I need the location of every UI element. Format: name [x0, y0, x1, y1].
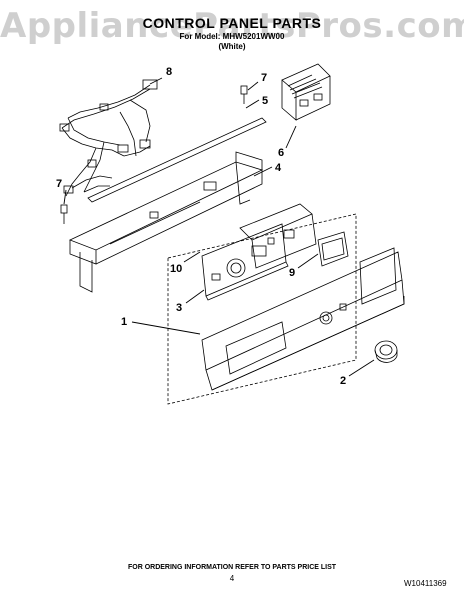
leader-10	[183, 251, 201, 263]
leader-9	[297, 253, 319, 269]
leader-7a	[247, 81, 259, 91]
keypad	[317, 231, 349, 267]
screw-left	[60, 204, 68, 224]
callout-1: 1	[121, 316, 127, 328]
console-bracket	[68, 151, 264, 293]
model-label: For Model: MHW5201WW00	[179, 32, 285, 41]
watermark: AppliancePartsPros.com	[0, 6, 464, 46]
callout-6: 6	[278, 147, 284, 159]
electronic-control-module	[281, 63, 331, 121]
document-number: W10411369	[404, 579, 447, 588]
control-panel-fascia	[201, 247, 405, 391]
callout-10: 10	[170, 263, 182, 275]
page-number: 4	[229, 574, 235, 583]
ordering-note: FOR ORDERING INFORMATION REFER TO PARTS …	[127, 564, 337, 571]
leader-5	[245, 99, 260, 109]
page-subtitle: For Model: MHW5201WW00 (White)	[0, 32, 464, 52]
callout-2: 2	[340, 375, 346, 387]
page-title: CONTROL PANEL PARTS	[142, 15, 322, 31]
harness-strip	[87, 117, 267, 203]
callout-5: 5	[262, 95, 268, 107]
assembly-outline	[167, 213, 357, 405]
leader-1	[131, 321, 201, 335]
leader-7b	[63, 189, 67, 205]
leader-4	[253, 166, 273, 177]
leader-8	[149, 77, 163, 85]
knob	[374, 340, 398, 363]
callout-9: 9	[289, 267, 295, 279]
screw-top	[240, 85, 248, 104]
color-label: (White)	[218, 42, 246, 51]
callout-3: 3	[176, 302, 182, 314]
callout-4: 4	[275, 162, 282, 174]
leader-3	[185, 289, 205, 304]
leader-2	[348, 359, 375, 377]
leader-lines	[63, 77, 375, 377]
ui-housing	[239, 203, 317, 269]
leader-6	[285, 125, 297, 149]
callout-8: 8	[166, 66, 172, 78]
callout-7-left: 7	[56, 178, 62, 190]
wire-harness	[59, 79, 158, 197]
user-interface-board	[201, 223, 289, 301]
callout-7-top: 7	[261, 72, 267, 84]
